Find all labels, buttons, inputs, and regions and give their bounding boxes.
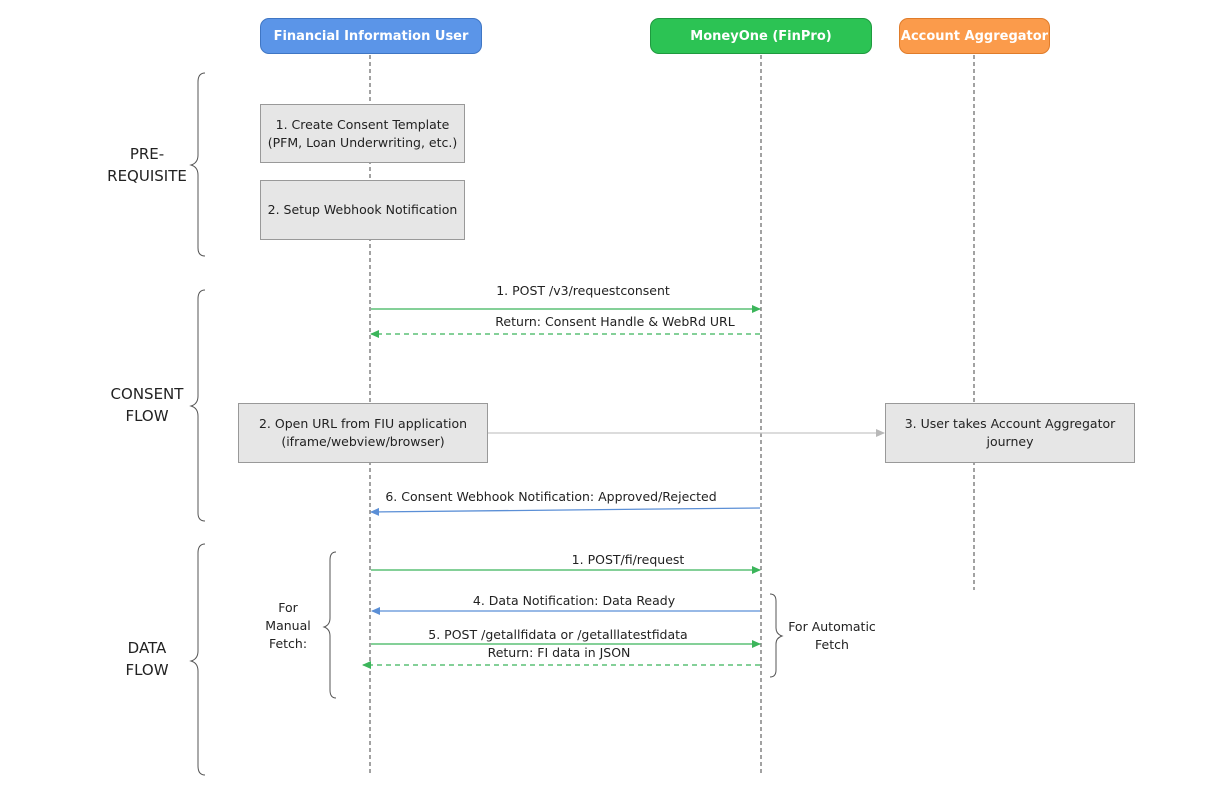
prerequisite-label-line2: REQUISITE xyxy=(107,167,187,185)
moneyone-actor-header: MoneyOne (FinPro) xyxy=(650,18,872,54)
aa-journey-line1: 3. User takes Account Aggregator xyxy=(904,416,1116,431)
automatic-fetch-label: For Automatic Fetch xyxy=(788,618,876,654)
manual-fetch-brace xyxy=(322,551,337,699)
consent-brace xyxy=(189,289,206,522)
request-consent-label: 1. POST /v3/requestconsent xyxy=(496,283,670,298)
create-consent-template-box: 1. Create Consent Template (PFM, Loan Un… xyxy=(260,104,465,163)
data-label-line1: DATA xyxy=(127,639,167,657)
consent-webhook-arrow xyxy=(370,507,761,516)
manual-fetch-line3: Fetch: xyxy=(268,636,308,651)
automatic-fetch-brace xyxy=(769,593,784,678)
consent-section-label: CONSENT FLOW xyxy=(111,383,184,427)
data-brace xyxy=(189,543,206,776)
data-label-line2: FLOW xyxy=(125,661,169,679)
fiu-actor-header: Financial Information User xyxy=(260,18,482,54)
fi-data-return-label: Return: FI data in JSON xyxy=(487,645,631,660)
fi-request-label: 1. POST/fi/request xyxy=(571,552,685,567)
get-all-fi-data-label: 5. POST /getallfidata or /getalllatestfi… xyxy=(428,627,688,642)
create-template-line1: 1. Create Consent Template xyxy=(275,116,450,132)
open-url-line1: 2. Open URL from FIU application xyxy=(258,416,468,431)
consent-label-line1: CONSENT xyxy=(110,385,184,403)
data-notification-label: 4. Data Notification: Data Ready xyxy=(472,593,676,608)
prerequisite-section-label: PRE- REQUISITE xyxy=(107,143,187,187)
manual-fetch-label: For Manual Fetch: xyxy=(265,599,310,653)
aa-journey-line2: journey xyxy=(986,434,1034,449)
consent-label-line2: FLOW xyxy=(125,407,169,425)
setup-webhook-box: 2. Setup Webhook Notification xyxy=(260,180,465,240)
aggregator-actor-header: Account Aggregator xyxy=(899,18,1050,54)
prerequisite-label-line1: PRE- xyxy=(129,145,165,163)
setup-webhook-text: 2. Setup Webhook Notification xyxy=(267,202,458,217)
automatic-fetch-line2: Fetch xyxy=(815,637,849,652)
prereq-brace xyxy=(189,72,206,257)
consent-webhook-label: 6. Consent Webhook Notification: Approve… xyxy=(385,489,717,504)
automatic-fetch-line1: For Automatic xyxy=(788,619,876,634)
aa-journey-box: 3. User takes Account Aggregator journey xyxy=(885,403,1135,463)
manual-fetch-line2: Manual xyxy=(265,618,311,633)
create-template-line2: (PFM, Loan Underwriting, etc.) xyxy=(267,134,458,150)
open-url-line2: (iframe/webview/browser) xyxy=(281,434,445,449)
data-section-label: DATA FLOW xyxy=(125,637,168,681)
manual-fetch-line1: For xyxy=(278,600,298,615)
consent-return-label: Return: Consent Handle & WebRd URL xyxy=(495,314,735,329)
open-url-box: 2. Open URL from FIU application (iframe… xyxy=(238,403,488,463)
